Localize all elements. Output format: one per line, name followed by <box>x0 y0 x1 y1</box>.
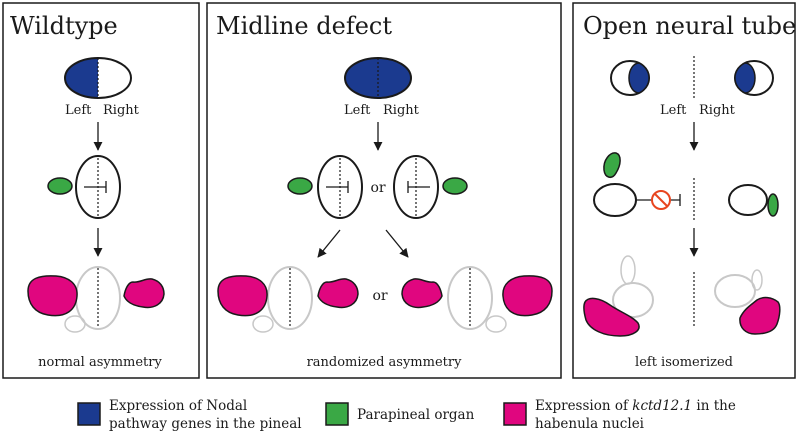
legend-label-nodal-line2: pathway genes in the pineal <box>109 416 302 432</box>
legend-swatch-habenula <box>503 402 527 426</box>
panel-midline-frame <box>206 2 562 379</box>
panel-midline-title: Midline defect <box>216 12 392 40</box>
right-label: Right <box>103 103 140 118</box>
parapineal-organ <box>603 152 621 178</box>
parapineal-organ <box>47 177 73 195</box>
habenula-outcome-isomerized <box>583 255 781 337</box>
pineal-half-left <box>610 60 650 96</box>
habenula-outcome-right <box>401 266 553 333</box>
parapineal-organ <box>442 177 468 195</box>
legend-swatch-parapineal <box>325 402 349 426</box>
right-label: Right <box>383 103 420 118</box>
brain-oval-left-choice <box>317 155 363 219</box>
arrow-diagonal-right <box>385 229 409 258</box>
left-label: Left <box>660 103 687 118</box>
pineal-half-right <box>734 60 774 96</box>
legend-swatch-nodal <box>77 402 101 426</box>
panel-wildtype: Wildtype Left Right normal asymmetry <box>2 2 200 379</box>
inhibition-icon <box>651 190 671 210</box>
outcome-label: left isomerized <box>635 355 733 370</box>
right-label: Right <box>699 103 736 118</box>
pineal-nodal-left <box>64 57 132 99</box>
panel-open-tube-title: Open neural tube <box>583 12 796 40</box>
parapineal-organ <box>287 177 313 195</box>
brain-oval-right-choice <box>393 155 439 219</box>
panel-open-neural-tube: Open neural tube Left Right <box>572 2 796 379</box>
legend-label-parapineal: Parapineal organ <box>357 407 475 423</box>
panel-open-tube-frame <box>572 2 796 379</box>
outcome-label: normal asymmetry <box>38 355 162 370</box>
left-label: Left <box>65 103 92 118</box>
pineal-nodal-bilateral <box>344 57 412 99</box>
arrow-diagonal-left <box>317 229 341 258</box>
habenula-left <box>27 275 78 317</box>
brain-oval <box>75 155 121 219</box>
brain-half-right <box>728 184 768 216</box>
panel-wildtype-frame <box>2 2 200 379</box>
habenula-outcome-left <box>217 266 359 333</box>
legend: Expression of Nodal pathway genes in the… <box>77 398 736 432</box>
panel-wildtype-title: Wildtype <box>10 12 118 40</box>
left-label: Left <box>344 103 371 118</box>
legend-label-habenula-line2: habenula nuclei <box>535 416 645 432</box>
or-label: or <box>372 288 387 304</box>
habenula-outcome <box>27 266 165 333</box>
habenula-right <box>123 278 165 309</box>
panel-midline-defect: Midline defect Left Right or <box>206 2 562 379</box>
outcome-label: randomized asymmetry <box>307 355 463 370</box>
legend-label-nodal: Expression of Nodal <box>109 398 247 414</box>
legend-label-habenula: Expression of kctd12.1 in the <box>535 398 736 414</box>
or-label: or <box>370 180 385 196</box>
brain-half-left <box>593 183 637 217</box>
parapineal-organ <box>767 193 779 217</box>
